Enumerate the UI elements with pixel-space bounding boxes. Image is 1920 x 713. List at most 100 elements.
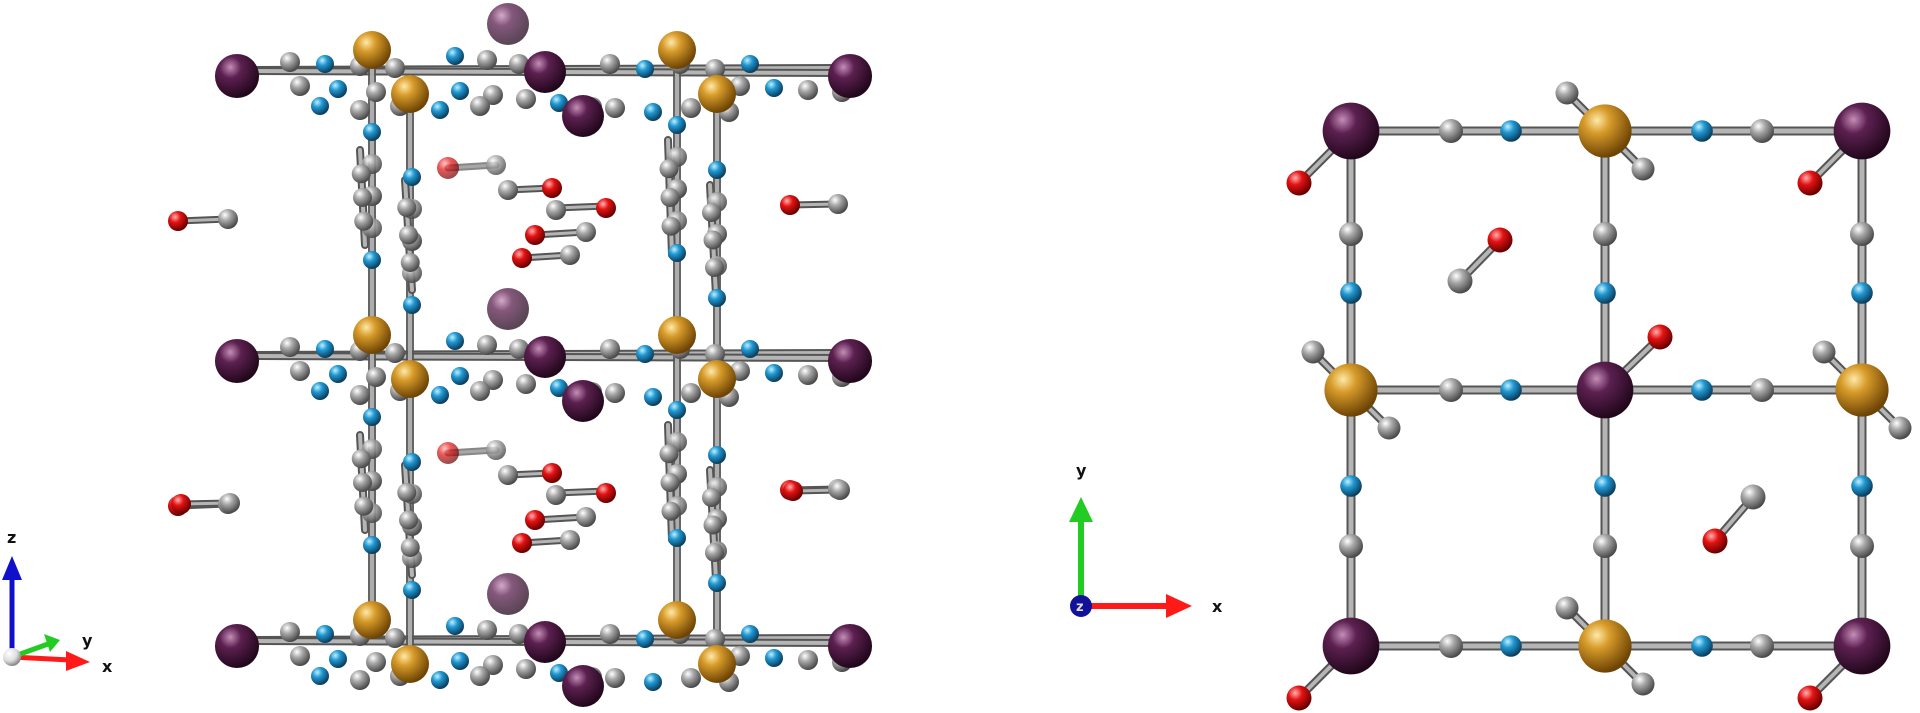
carbon-atom [509,624,529,644]
metal-gold-atom [391,75,429,113]
oxygen-atom [1797,170,1823,196]
metal-gold-atom [1324,363,1378,417]
carbon-atom [366,82,386,102]
nitrogen-atom [431,671,449,689]
metal-gold-atom [658,601,696,639]
carbon-atom [353,473,372,492]
oxygen-atom [525,510,545,530]
carbon-atom [798,80,818,100]
z-axis-label-left: z [7,528,16,547]
carbon-atom [1447,268,1473,294]
metal-purple-atom [1322,102,1380,160]
nitrogen-atom [316,340,334,358]
nitrogen-atom [1500,379,1522,401]
carbon-atom [1631,672,1655,696]
metal-purple-atom [827,53,873,99]
metal-gold-atom [1578,619,1632,673]
carbon-atom [366,652,386,672]
nitrogen-atom [431,386,449,404]
carbon-atom [1555,596,1579,620]
carbon-atom [400,538,420,557]
nitrogen-atom [668,116,686,134]
carbon-atom [280,337,300,357]
nitrogen-atom [1691,635,1713,657]
carbon-atom [290,361,310,381]
metal-gold-atom [698,360,736,398]
carbon-atom [660,473,680,492]
carbon-atom [477,335,497,355]
y-axis-label-left: y [82,631,93,650]
metal-gold-atom [391,360,429,398]
metal-purple-atom [827,623,873,669]
x-axis-label-left: x [102,657,113,676]
nitrogen-atom [1691,379,1713,401]
oxygen-atom [783,481,803,501]
nitrogen-atom [1500,635,1522,657]
nitrogen-atom [636,630,654,648]
nitrogen-atom [1340,475,1362,497]
nitrogen-atom [741,625,759,643]
carbon-atom [1377,416,1401,440]
nitrogen-atom [446,617,464,635]
carbon-atom [220,493,240,513]
carbon-atom [1439,119,1463,143]
metal-purple-atom [1833,102,1891,160]
nitrogen-atom [708,574,726,592]
nitrogen-atom [446,47,464,65]
nitrogen-atom [431,101,449,119]
carbon-atom [470,381,490,401]
carbon-atom [1750,378,1774,402]
y-axis-arrowhead [44,634,60,652]
nitrogen-atom [1594,475,1616,497]
carbon-atom [661,501,681,521]
oxygen-atom [437,157,459,179]
carbon-atom [399,225,418,245]
carbon-atom [1439,634,1463,658]
nitrogen-atom [644,388,662,406]
metal-purple-atom [214,53,260,99]
nitrogen-atom [765,79,783,97]
bonds-layer [174,46,1904,702]
atoms-layer [168,3,1912,711]
nitrogen-atom [1851,475,1873,497]
metal-gold-atom [698,75,736,113]
nitrogen-atom [311,97,329,115]
metal-gold-atom [698,645,736,683]
carbon-atom [576,507,596,527]
oxygen-atom [168,211,188,231]
nitrogen-atom [708,161,726,179]
carbon-atom [830,480,850,500]
carbon-atom [385,628,405,648]
carbon-atom [400,253,420,272]
carbon-atom [546,200,566,220]
nitrogen-atom [451,367,469,385]
nitrogen-atom [550,664,568,682]
metal-purple-atom [1576,361,1634,419]
carbon-atom [560,245,580,265]
nitrogen-atom [451,82,469,100]
metal-purple-atom [524,621,566,663]
nitrogen-atom [363,123,381,141]
carbon-atom [705,344,725,364]
carbon-atom [705,59,725,79]
metal-purple-atom [562,665,604,707]
oxygen-atom [1487,227,1513,253]
carbon-atom [703,515,723,535]
carbon-atom [397,483,417,502]
z-axis-arrowhead [2,556,22,580]
carbon-atom [290,76,310,96]
carbon-atom [477,50,497,70]
carbon-atom [546,485,566,505]
nitrogen-atom [708,446,726,464]
oxygen-atom [542,463,562,483]
metal-gold-atom [353,316,391,354]
carbon-atom [681,98,701,118]
x-axis-arrow [11,654,71,663]
nitrogen-atom [644,673,662,691]
nitrogen-atom [329,365,347,383]
metal-purple-atom [214,338,260,384]
nitrogen-atom [363,251,381,269]
nitrogen-atom [403,168,421,186]
nitrogen-atom [765,364,783,382]
nitrogen-atom [329,650,347,668]
